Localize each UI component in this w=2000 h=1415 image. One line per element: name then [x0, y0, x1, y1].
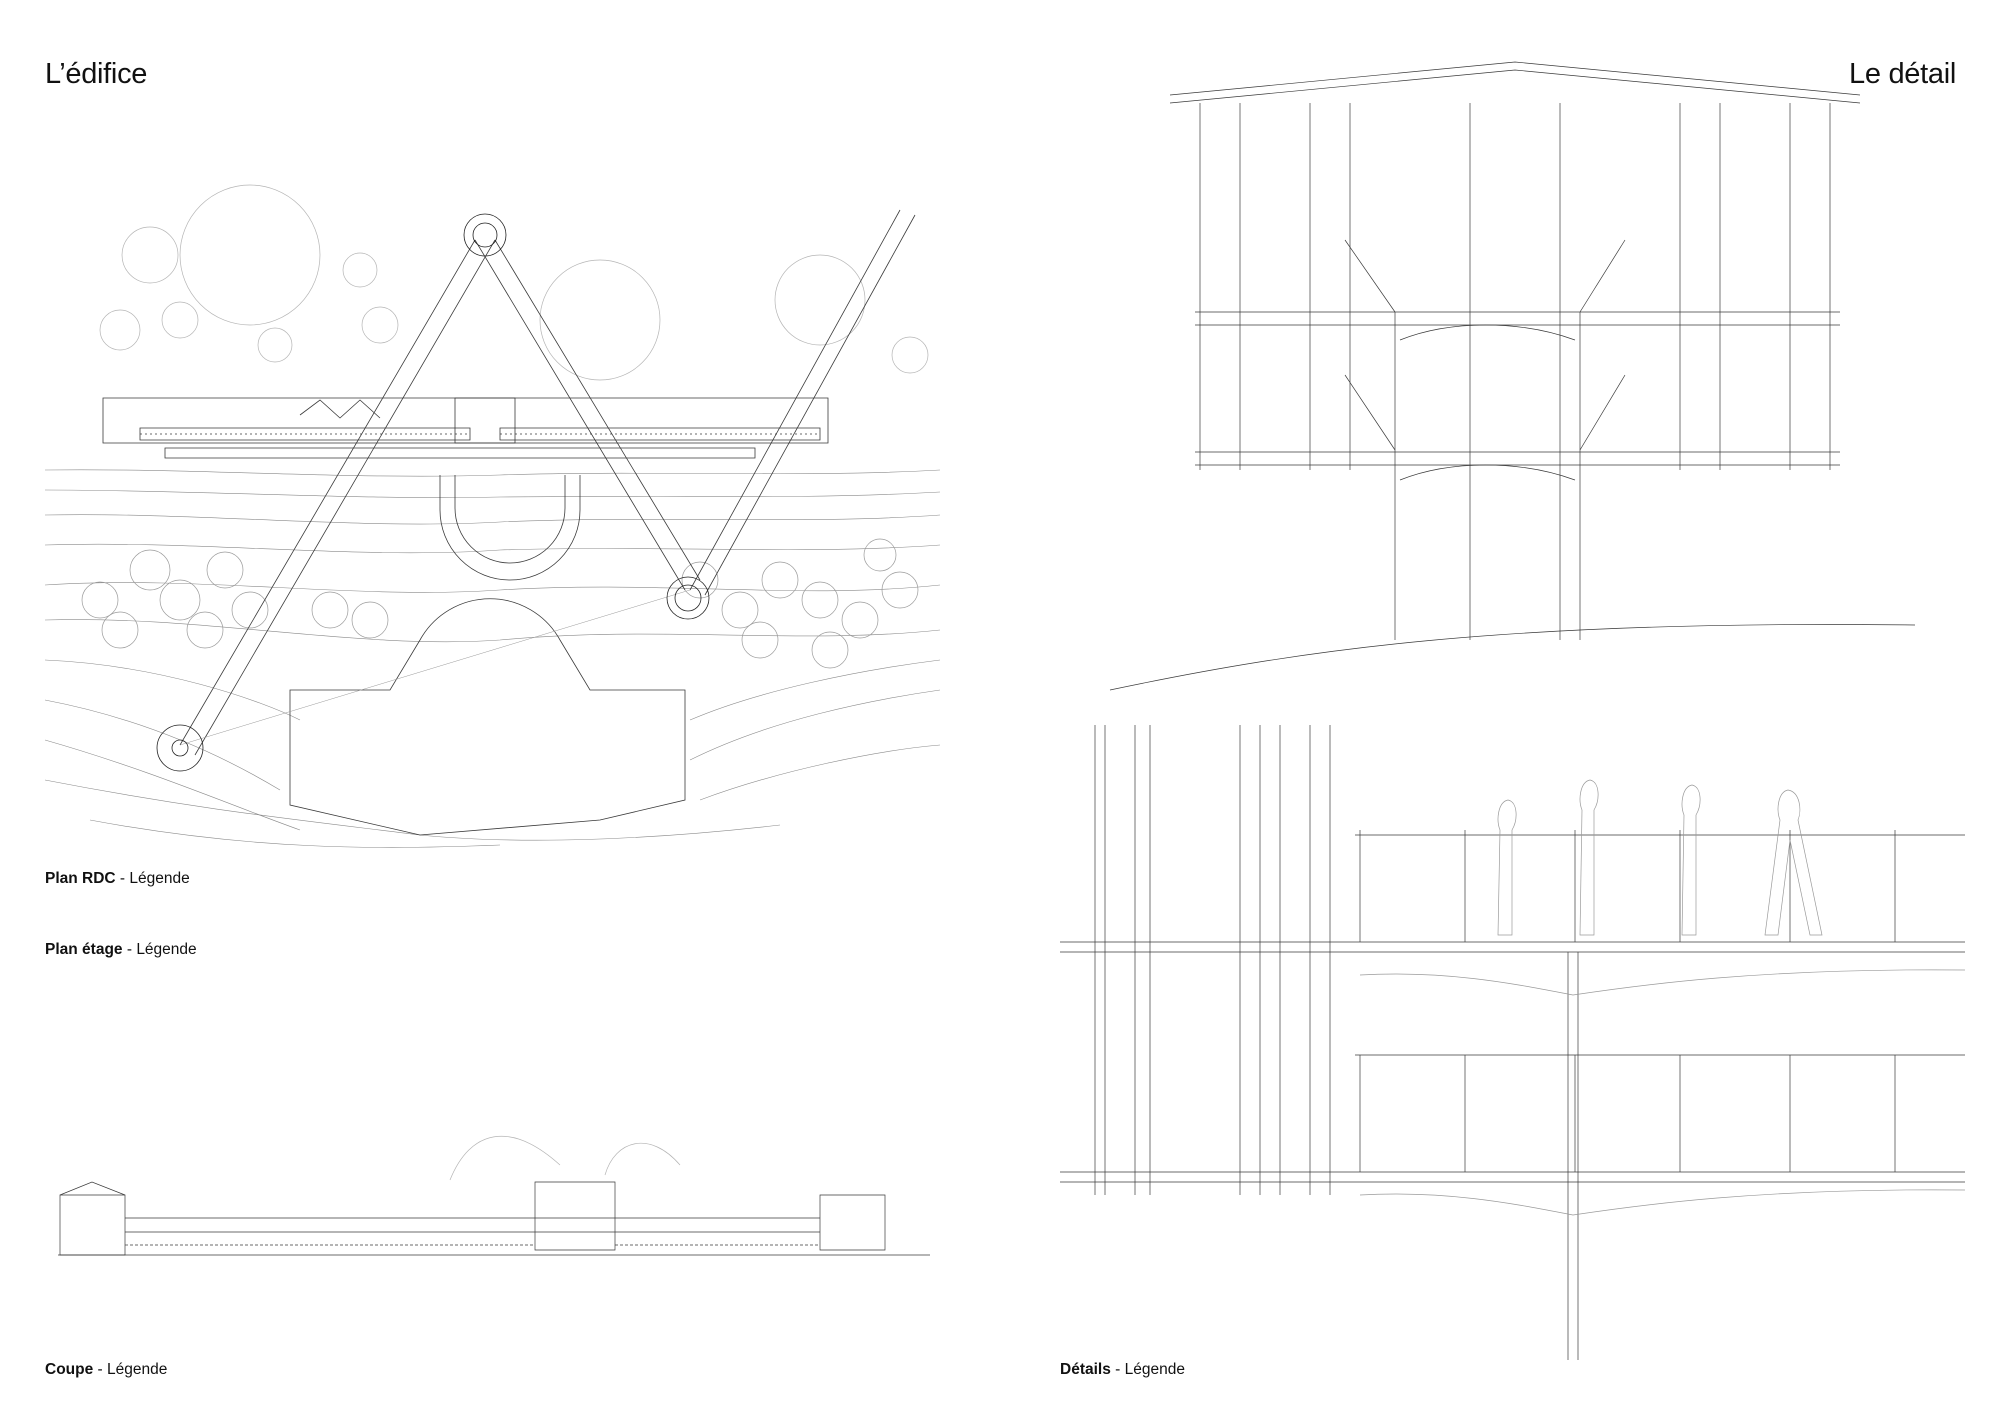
plan-background-trees [100, 185, 928, 380]
caption-details-sep: - [1110, 1361, 1125, 1378]
caption-coupe-sep: - [93, 1361, 107, 1378]
caption-details-label: Détails [1060, 1361, 1111, 1378]
site-plan-drawing [45, 185, 940, 847]
caption-plan-rdc: Plan RDC - Légende [45, 870, 190, 888]
caption-coupe-label: Coupe [45, 1361, 94, 1378]
caption-plan-rdc-legend: Légende [129, 870, 190, 887]
plan-midground-trees [82, 539, 918, 668]
plan-central-court [290, 475, 685, 835]
section-drawing [58, 1136, 930, 1255]
caption-plan-rdc-sep: - [115, 870, 130, 887]
plan-walkways [180, 210, 915, 755]
plan-tower-left [157, 725, 203, 771]
detail-drawing [1060, 725, 1965, 1360]
caption-plan-etage-legend: Légende [136, 941, 197, 958]
plan-building [103, 398, 828, 458]
detail-people [1498, 780, 1822, 935]
caption-details: Détails - Légende [1060, 1361, 1185, 1379]
caption-plan-etage-sep: - [122, 941, 137, 958]
caption-coupe: Coupe - Légende [45, 1361, 167, 1379]
plan-contours [45, 470, 940, 848]
plan-tower-right [667, 577, 709, 619]
caption-coupe-legend: Légende [107, 1361, 168, 1378]
page-title-edifice: L’édifice [45, 58, 148, 90]
caption-plan-etage-label: Plan étage [45, 941, 123, 958]
caption-plan-etage: Plan étage - Légende [45, 941, 197, 959]
caption-plan-rdc-label: Plan RDC [45, 870, 116, 887]
tower-section-drawing [1110, 62, 1915, 690]
plan-tower-top [464, 214, 506, 256]
page-title-detail: Le détail [1849, 58, 1956, 90]
caption-details-legend: Légende [1124, 1361, 1185, 1378]
